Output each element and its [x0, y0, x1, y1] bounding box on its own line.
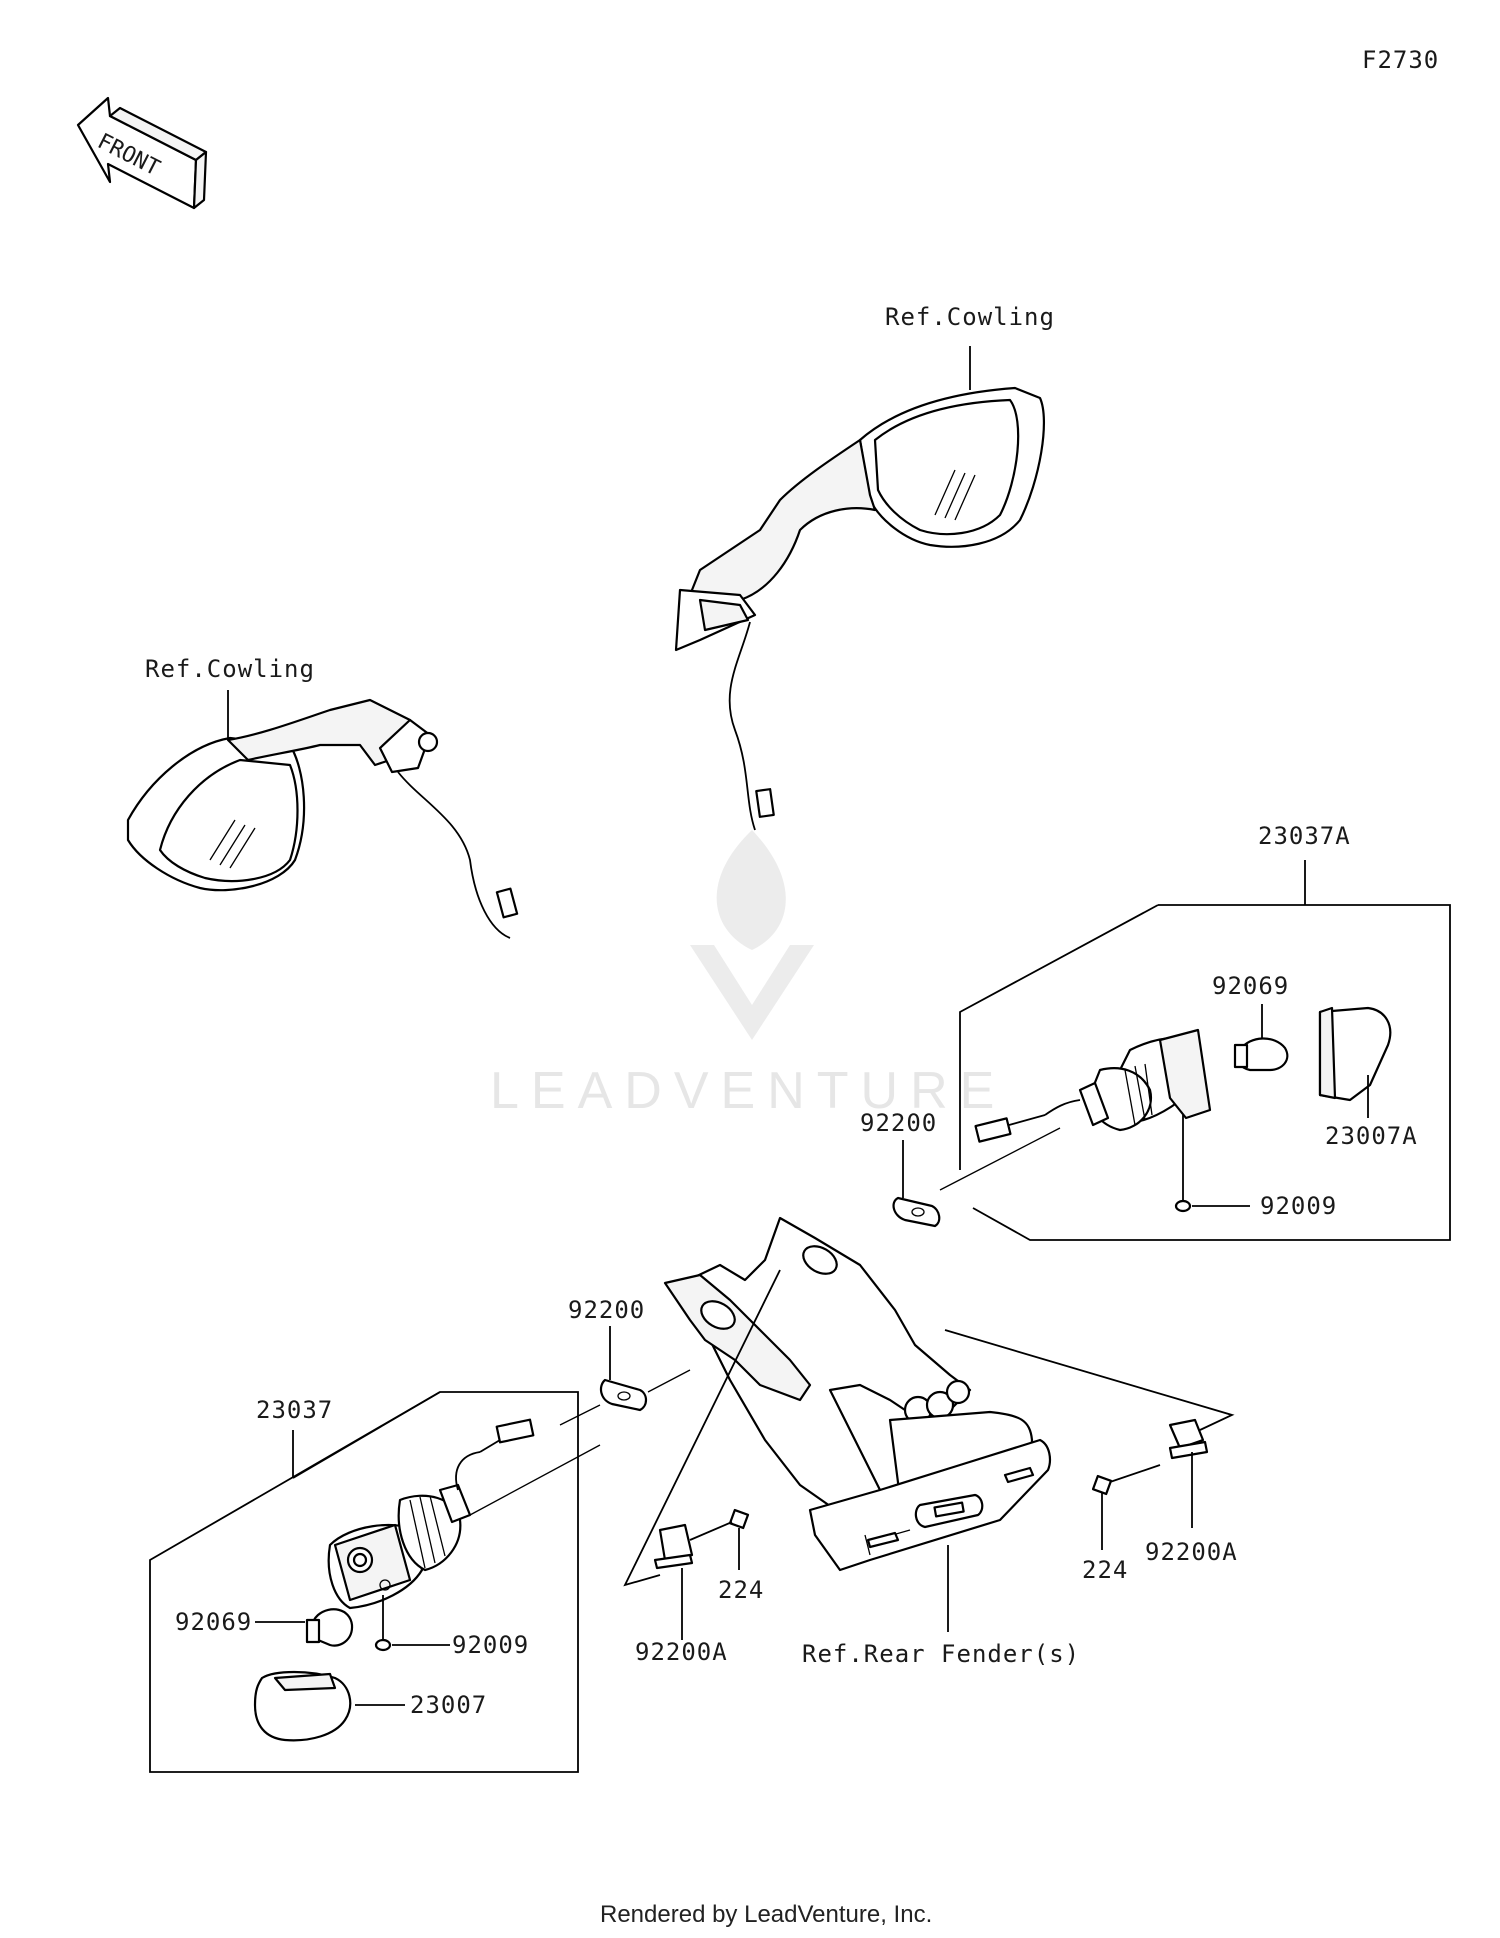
label-23037A: 23037A	[1258, 822, 1351, 850]
label-92200A-right: 92200A	[1145, 1538, 1238, 1566]
screw-92009-left: 92009	[374, 1595, 529, 1659]
label-92069-right: 92069	[1212, 972, 1289, 1000]
watermark-text: LEADVENTURE	[490, 1062, 1006, 1120]
front-arrow-icon: FRONT	[76, 96, 208, 210]
lens-23007A: 23007A	[1318, 1006, 1418, 1150]
label-ref-cowling-left: Ref.Cowling	[145, 655, 315, 683]
bulb-92069-left: 92069	[175, 1608, 354, 1647]
label-92200-left: 92200	[568, 1296, 645, 1324]
label-23007A: 23007A	[1325, 1122, 1418, 1150]
watermark-v-icon	[690, 945, 814, 1040]
label-92200A-left: 92200A	[635, 1638, 728, 1666]
watermark: LEADVENTURE	[490, 830, 1006, 1120]
mirror-left: Ref.Cowling	[126, 655, 519, 939]
label-23007: 23007	[410, 1691, 487, 1719]
label-ref-rear-fender: Ref.Rear Fender(s)	[802, 1640, 1080, 1668]
watermark-flame-icon	[716, 830, 786, 950]
assembly-23037A: 23037A 92069 23007A 92009	[939, 822, 1451, 1241]
label-92069-left: 92069	[175, 1608, 252, 1636]
rear-fender-bracket: Ref.Rear Fender(s)	[663, 1216, 1080, 1668]
mirror-right: Ref.Cowling	[674, 303, 1055, 831]
label-92009-right: 92009	[1260, 1192, 1337, 1220]
label-224-left: 224	[718, 1576, 764, 1604]
label-23037: 23037	[256, 1396, 333, 1424]
gasket-92200-left: 92200	[559, 1296, 691, 1426]
clip-group-right: 92200A 224	[944, 1329, 1238, 1584]
label-92200-right: 92200	[860, 1109, 937, 1137]
diagram-code: F2730	[1362, 46, 1439, 74]
lens-23007: 23007	[253, 1670, 487, 1742]
assembly-23037: 23037 92069 92009	[149, 1391, 601, 1773]
label-ref-cowling-right: Ref.Cowling	[885, 303, 1055, 331]
gasket-92200-right: 92200	[860, 1109, 941, 1228]
footer-credit: Rendered by LeadVenture, Inc.	[600, 1901, 932, 1928]
label-92009-left: 92009	[452, 1631, 529, 1659]
clip-group-left: 92200A 224	[623, 1269, 781, 1666]
bulb-92069-right: 92069	[1212, 972, 1289, 1072]
label-224-right: 224	[1082, 1556, 1128, 1584]
screw-92009-right: 92009	[1174, 1115, 1337, 1220]
